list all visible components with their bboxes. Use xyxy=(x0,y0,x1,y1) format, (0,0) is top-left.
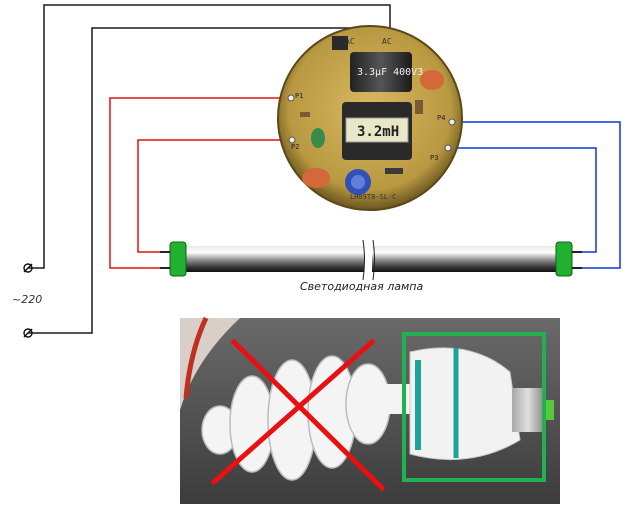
blue-wire-lower xyxy=(448,147,597,253)
pad-label-p3: P3 xyxy=(430,154,439,162)
electrolytic-capacitor xyxy=(350,52,412,92)
driver-board xyxy=(277,25,463,211)
tube-break xyxy=(364,240,372,280)
bulb-photo xyxy=(180,316,560,504)
tube-end-cap-right xyxy=(555,241,573,277)
pad-p4 xyxy=(448,118,456,126)
red-wires xyxy=(109,97,292,269)
red-wire-upper xyxy=(109,97,290,269)
supply-voltage-label: ~220 xyxy=(12,293,43,306)
led-tube xyxy=(160,239,582,281)
green-frame-mark xyxy=(402,332,546,482)
bulb-housing xyxy=(409,347,521,461)
bulb-base xyxy=(512,388,544,432)
ic-chip xyxy=(332,36,348,50)
pad-label-p2: P2 xyxy=(291,143,300,151)
red-cross-mark xyxy=(210,338,386,492)
screw-terminal-icon xyxy=(23,263,33,273)
pad-label-p1: P1 xyxy=(295,92,304,100)
screw-terminal-icon xyxy=(23,328,33,338)
pad-p2 xyxy=(288,136,296,144)
resistor xyxy=(420,70,444,90)
red-wire-lower xyxy=(137,139,292,253)
resistor xyxy=(302,168,330,188)
inductor-marking: 3.2mH xyxy=(357,124,400,140)
film-capacitor xyxy=(311,128,325,148)
led-lamp-caption: Светодиодная лампа xyxy=(300,280,424,293)
blue-wire-upper xyxy=(452,121,621,269)
ac-mark: AC xyxy=(345,37,355,46)
inductor-label-plate xyxy=(345,117,409,143)
tube-end-cap-left xyxy=(169,241,187,277)
capacitor-marking: 3.3µF 400V3 xyxy=(357,67,424,78)
pad-label-p4: P4 xyxy=(437,114,446,122)
blue-wires xyxy=(448,121,621,269)
board-code: LH09T8-SL-C xyxy=(350,193,397,201)
pad-p1 xyxy=(287,94,295,102)
ac-mark: AC xyxy=(382,37,392,46)
pad-p3 xyxy=(444,144,452,152)
supply-wire-outer xyxy=(28,4,391,269)
